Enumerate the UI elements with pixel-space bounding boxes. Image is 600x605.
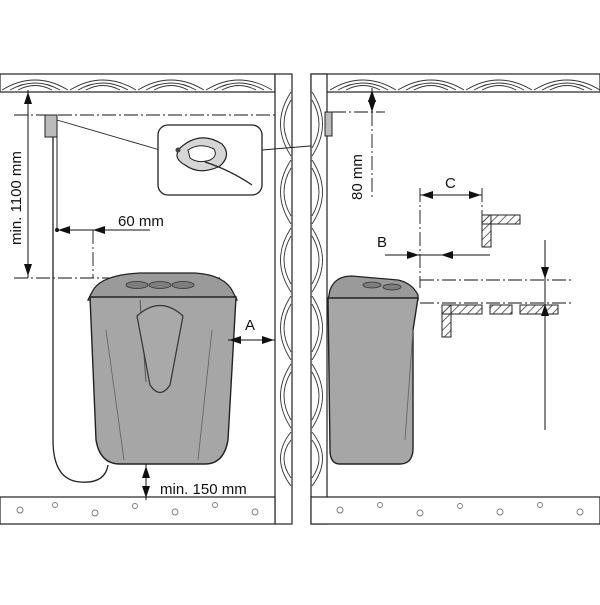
left-floor: [0, 496, 276, 525]
right-floor: [310, 496, 600, 525]
left-wall-wood: [274, 73, 293, 525]
clearance-a-dimension: A: [228, 317, 275, 344]
floor-clearance-label: min. 150 mm: [160, 481, 247, 498]
lower-rail-section: [441, 304, 559, 338]
top-80-label: 80 mm: [349, 154, 366, 200]
clearance-c-label: C: [445, 175, 456, 192]
right-reference-lines: [332, 111, 572, 304]
right-panel: 80 mm C B: [310, 73, 600, 525]
upper-rail-section: [481, 214, 521, 248]
floor-clearance-dimension: min. 150 mm: [142, 464, 247, 500]
heater-front-view: [86, 272, 239, 465]
heater-side-view: [327, 275, 419, 465]
left-ceiling-wood: [0, 73, 276, 93]
left-panel: min. 1100 mm 60 mm: [0, 73, 323, 525]
min-height-label: min. 1100 mm: [8, 151, 25, 245]
right-wall-wood: [310, 73, 328, 525]
side-clearance-60-dimension: 60 mm: [55, 213, 164, 234]
side-clearance-60-label: 60 mm: [118, 213, 164, 230]
clearance-a-label: A: [245, 317, 255, 334]
top-80-dimension: 80 mm: [349, 88, 376, 200]
min-height-dimension: min. 1100 mm: [8, 90, 32, 278]
control-cable: [52, 137, 109, 483]
right-ceiling-wood: [310, 73, 600, 93]
clearance-c-dimension: C: [420, 175, 482, 199]
rail-spacing-dimension: [541, 240, 549, 430]
clearance-b-dimension: B: [377, 234, 490, 259]
control-panel-callout: [157, 124, 263, 196]
control-unit-side: [324, 111, 333, 137]
control-unit: [44, 114, 58, 138]
clearance-b-label: B: [377, 234, 387, 251]
